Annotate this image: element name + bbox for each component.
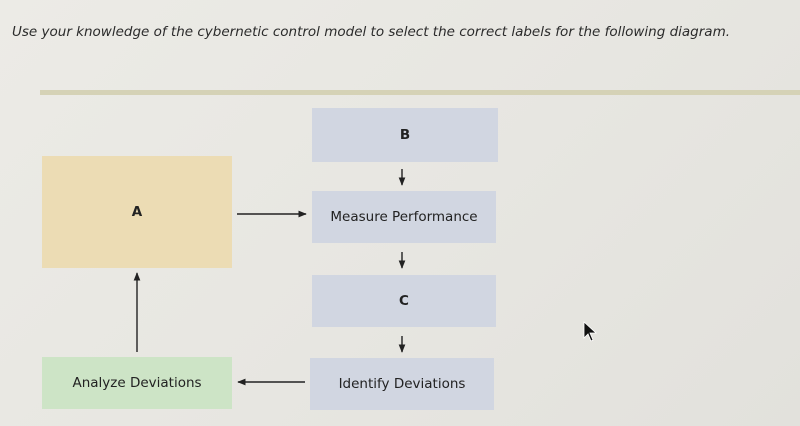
measure-performance-label: Measure Performance <box>330 209 478 225</box>
instruction-text: Use your knowledge of the cybernetic con… <box>12 24 731 40</box>
identify-deviations-box: Identify Deviations <box>310 358 494 410</box>
analyze-deviations-box: Analyze Deviations <box>42 357 232 409</box>
cursor-icon <box>583 321 598 342</box>
slot-b-label: B <box>399 127 411 143</box>
divider <box>40 90 800 95</box>
slot-a-label: A <box>131 204 143 220</box>
measure-performance-box: Measure Performance <box>312 191 496 243</box>
label-slot-b[interactable]: B <box>312 108 498 162</box>
label-slot-a[interactable]: A <box>42 156 232 268</box>
identify-deviations-label: Identify Deviations <box>338 376 466 392</box>
analyze-deviations-label: Analyze Deviations <box>72 375 202 391</box>
slot-c-label: C <box>399 293 409 309</box>
label-slot-c[interactable]: C <box>312 275 496 327</box>
